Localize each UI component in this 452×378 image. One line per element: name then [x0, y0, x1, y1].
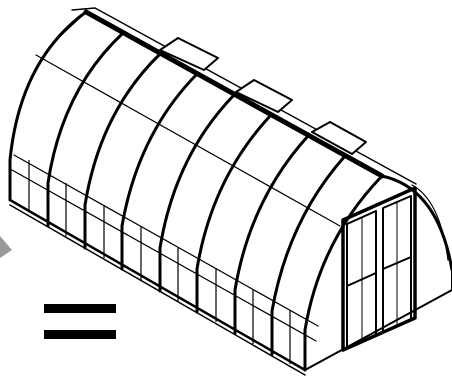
base-frame: [8, 198, 452, 376]
equals-bar-top: [44, 304, 116, 313]
side-purlins: [11, 54, 341, 342]
arch-rib: [120, 72, 199, 271]
door-frame: [341, 186, 417, 352]
equals-sign-icon: [44, 304, 116, 339]
roof-vent: [159, 37, 219, 71]
arched-ribs: [8, 10, 384, 372]
equals-bar-bottom: [44, 330, 116, 339]
glare-mark: [0, 236, 12, 258]
double-door: [341, 186, 417, 352]
roof-vent: [235, 79, 293, 113]
arch-rib: [83, 52, 162, 250]
arch-rib: [270, 154, 347, 356]
door-left-leaf: [346, 210, 377, 349]
arch-rib: [195, 113, 273, 314]
arch-rib: [233, 134, 310, 335]
roof-vents: [159, 37, 367, 155]
arch-rib: [46, 31, 125, 228]
arch-rib: [158, 93, 236, 293]
gable-end: [304, 174, 452, 331]
roof-vent: [311, 121, 367, 155]
door-right-leaf: [382, 195, 412, 333]
arch-rib: [8, 10, 88, 202]
wall-studs: [28, 160, 291, 364]
